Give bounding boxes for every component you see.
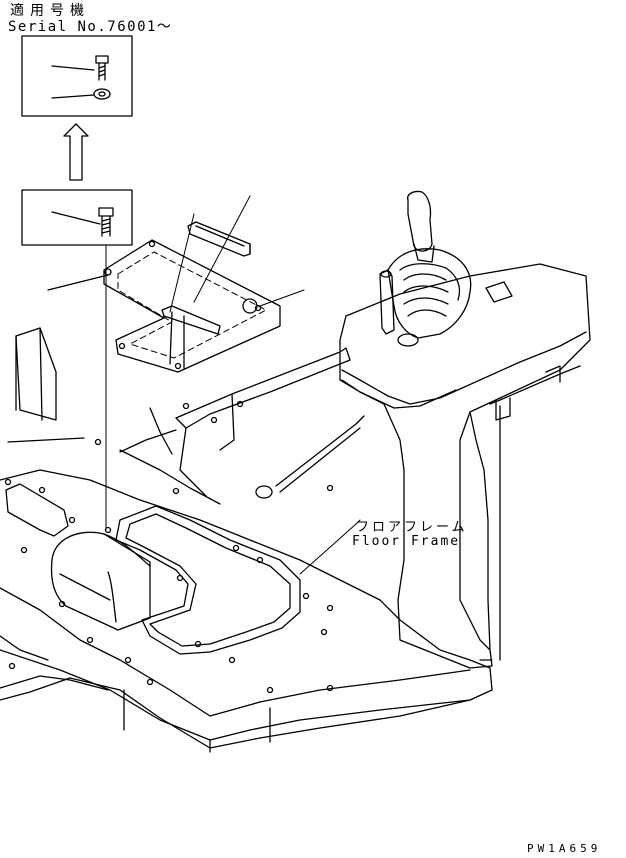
detail-box-upper <box>21 35 133 117</box>
serial-range-label: Serial No.76001～ <box>8 19 173 35</box>
applicable-serial-label: 適用号機 <box>10 3 90 19</box>
seal-strip-upper <box>187 221 251 257</box>
floor-frame <box>0 327 493 753</box>
floor-frame-label-jp: フロアフレーム <box>356 520 468 535</box>
detail-box-lower <box>21 189 133 531</box>
up-arrow-icon <box>63 123 89 181</box>
cover-plate <box>47 239 281 373</box>
seal-strip-lower <box>161 195 305 369</box>
drawing-number: PW1A659 <box>527 842 602 855</box>
control-console <box>255 190 591 669</box>
floor-frame-label-en: Floor Frame <box>352 534 461 549</box>
